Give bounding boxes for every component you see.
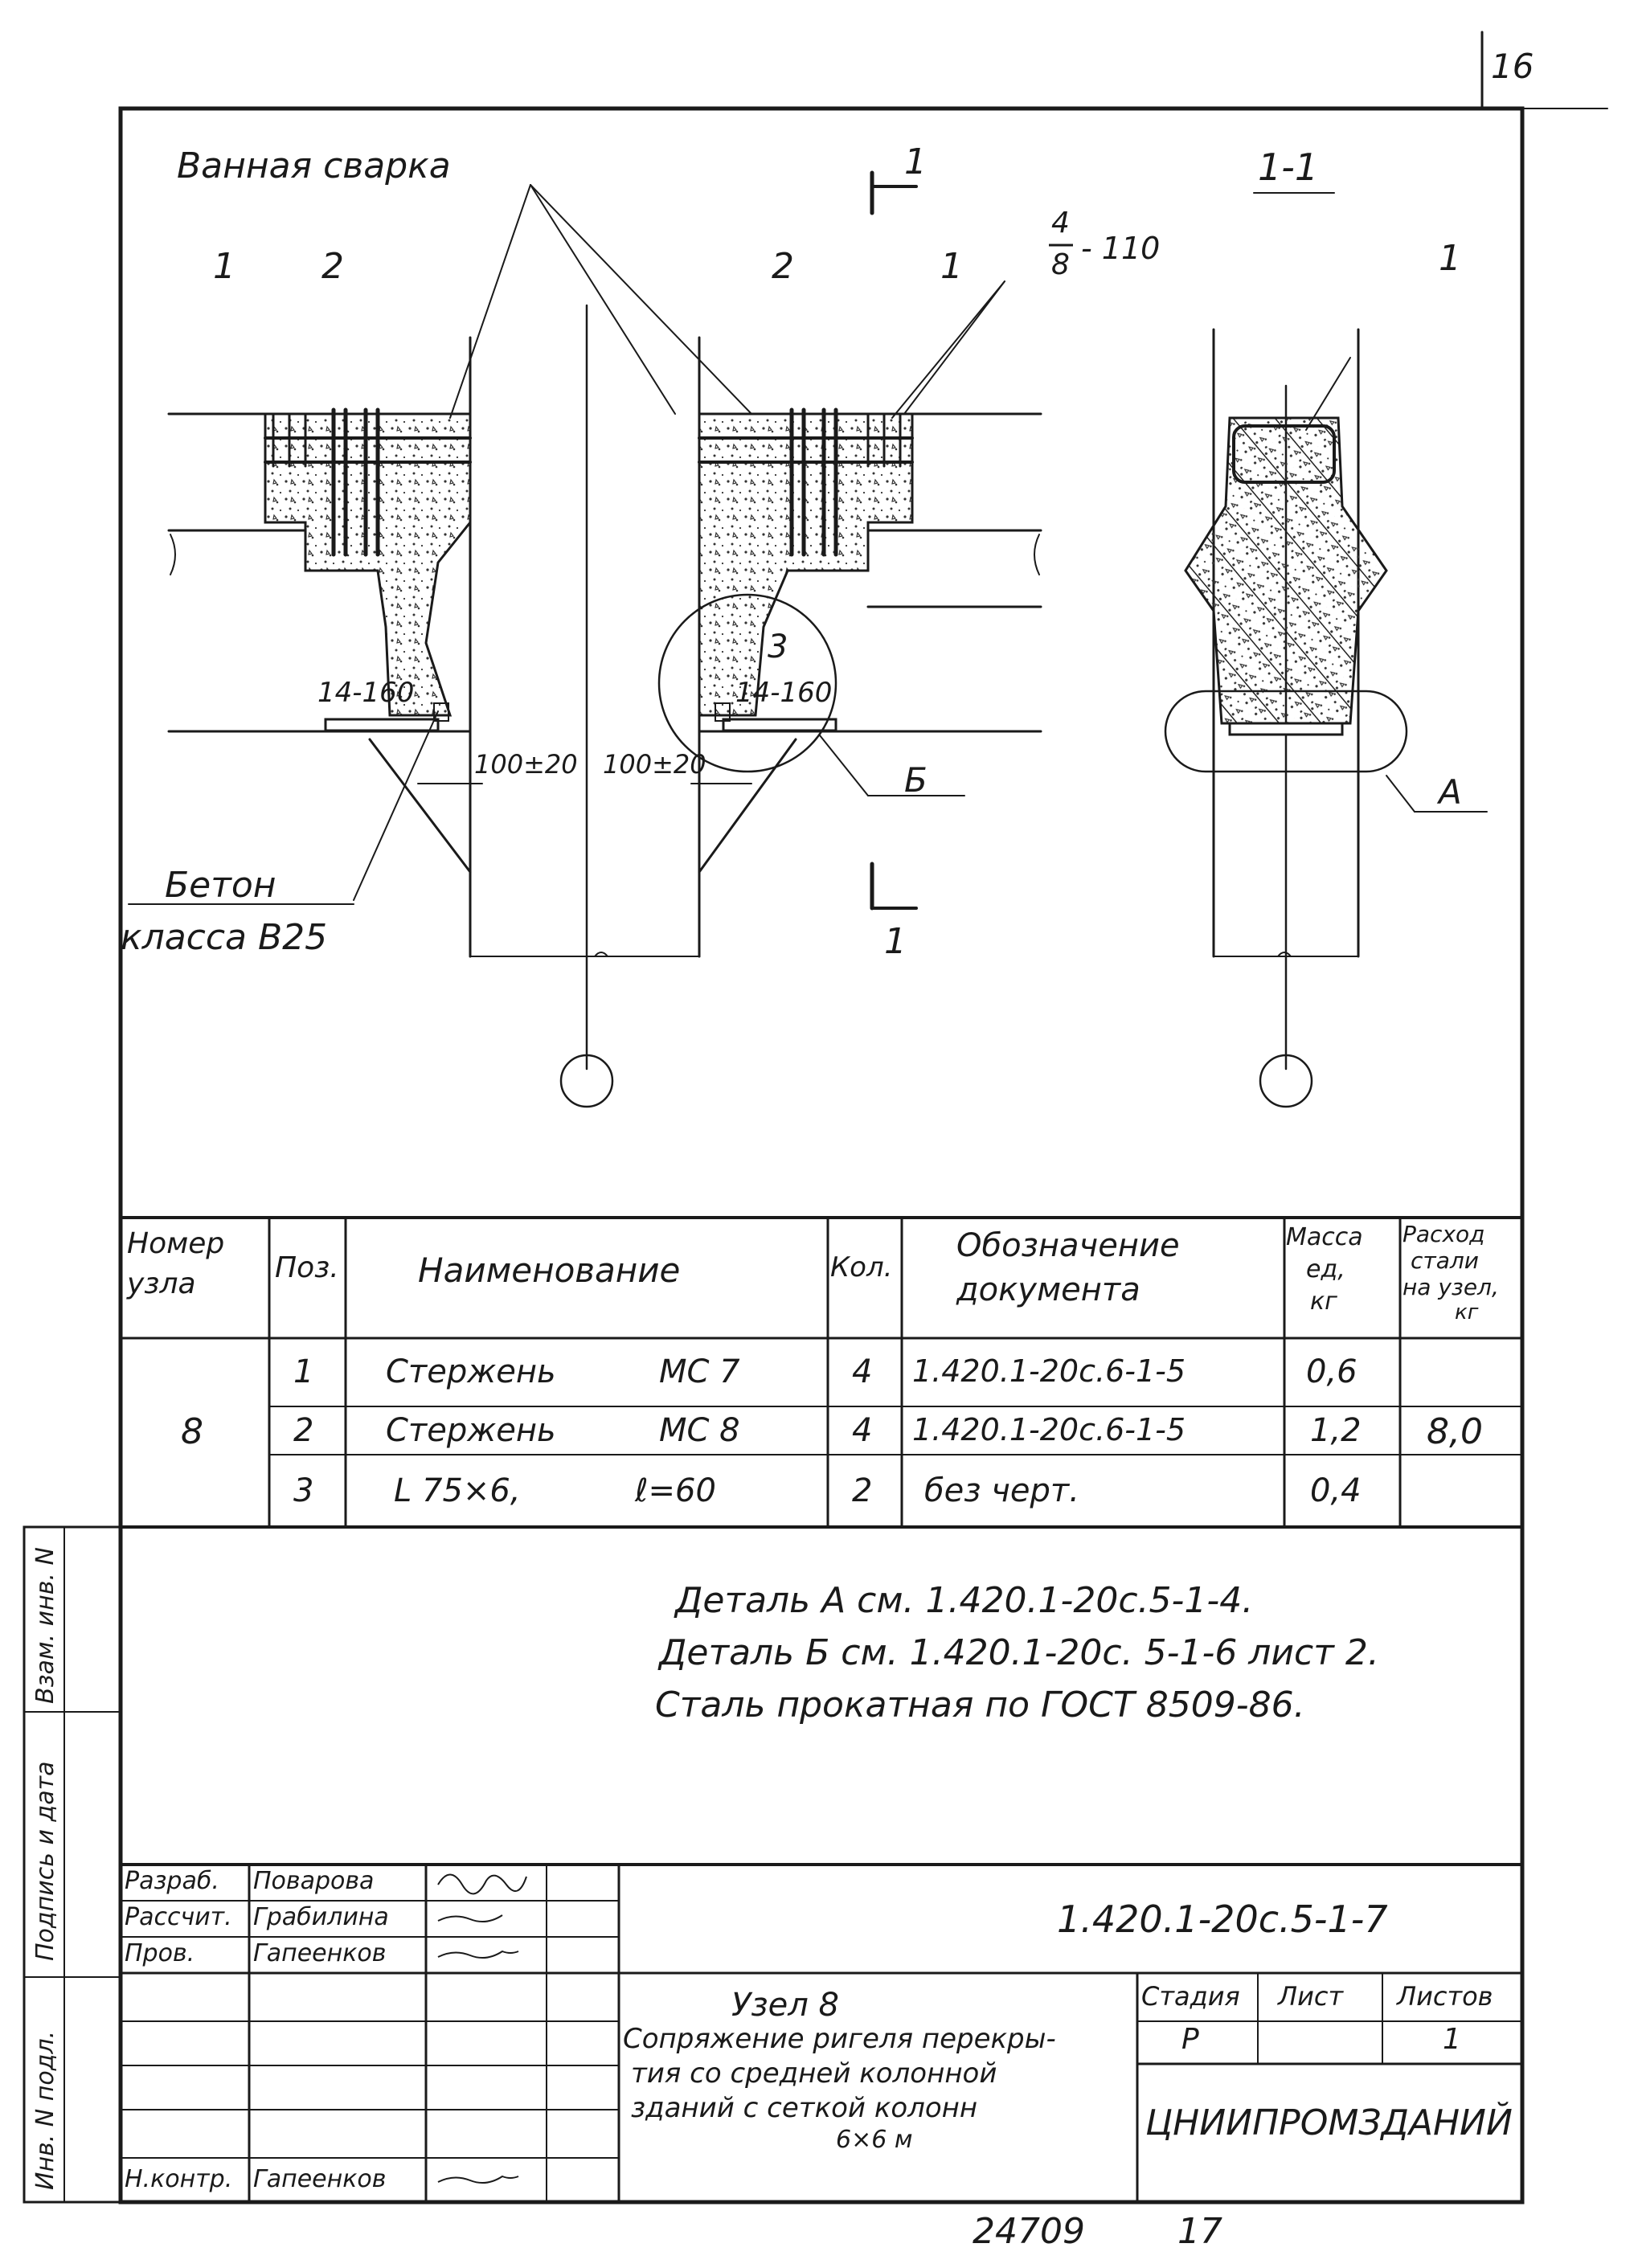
detail-a-label: А <box>1439 772 1462 812</box>
dim-14-160-left: 14-160 <box>317 677 415 709</box>
pos-1-left: 1 <box>213 246 235 287</box>
row2-mark: МС 8 <box>659 1412 740 1449</box>
pos-1-right: 1 <box>1439 238 1461 279</box>
hdr-node-1: Номер <box>127 1227 225 1260</box>
page-number: 17 <box>1177 2211 1222 2252</box>
detail-b-label: Б <box>904 760 928 800</box>
row2-mass: 1,2 <box>1310 1412 1362 1449</box>
row3-pos: 3 <box>293 1472 314 1509</box>
tb-title-4: зданий с сеткой колонн <box>631 2092 978 2124</box>
tb-role-4: Н.контр. <box>125 2165 233 2193</box>
tb-title-5: 6×6 м <box>836 2126 913 2154</box>
corner-sheet-number: 16 <box>1491 47 1534 86</box>
tb-name-1: Поварова <box>253 1867 375 1895</box>
pos-2-mid: 2 <box>772 246 794 287</box>
row3-qty: 2 <box>852 1472 873 1509</box>
section-label: 1-1 <box>1258 145 1319 189</box>
cut-mark-top: 1 <box>904 141 927 182</box>
tb-stage-value: Р <box>1181 2023 1199 2056</box>
hdr-steel-3: на узел, <box>1403 1274 1499 1300</box>
title-block-code: 1.420.1-20с.5-1-7 <box>1057 1898 1388 1941</box>
tb-sheets-label: Листов <box>1397 1981 1493 2012</box>
node-number: 8 <box>181 1411 203 1452</box>
note-1: Деталь А см. 1.420.1-20с.5-1-4. <box>675 1580 1254 1621</box>
hdr-doc-1: Обозначение <box>956 1227 1180 1264</box>
pos-3: 3 <box>768 628 788 665</box>
row3-doc: без черт. <box>924 1472 1079 1509</box>
row1-doc: 1.420.1-20с.6-1-5 <box>912 1353 1186 1389</box>
row1-pos: 1 <box>293 1353 314 1390</box>
row1-mark: МС 7 <box>659 1353 740 1390</box>
hdr-name: Наименование <box>418 1251 681 1290</box>
row2-doc: 1.420.1-20с.6-1-5 <box>912 1412 1186 1447</box>
tb-name-2: Грабилина <box>253 1903 389 1931</box>
dim-100-left: 100±20 <box>474 749 578 780</box>
hdr-pos: Поз. <box>275 1251 339 1284</box>
tb-name-4: Гапеенков <box>253 2165 387 2193</box>
tb-sheet-label: Лист <box>1278 1981 1344 2012</box>
tb-sheets-value: 1 <box>1443 2023 1461 2056</box>
tb-title-1: Узел 8 <box>731 1987 839 2024</box>
tb-role-2: Рассчит. <box>125 1903 232 1931</box>
tb-stage-label: Стадия <box>1141 1981 1240 2012</box>
tb-role-3: Пров. <box>125 1939 195 1967</box>
dim-100-right: 100±20 <box>603 749 706 780</box>
hdr-mass-3: кг <box>1310 1288 1337 1316</box>
row2-name: Стержень <box>386 1412 556 1449</box>
hdr-steel-4: кг <box>1455 1300 1479 1324</box>
label-concrete-line2: класса В25 <box>121 917 328 958</box>
note-3: Сталь прокатная по ГОСТ 8509-86. <box>655 1685 1305 1726</box>
row1-mass: 0,6 <box>1306 1353 1357 1390</box>
label-bath-welding: Ванная сварка <box>177 145 451 186</box>
archive-number: 24709 <box>973 2211 1085 2252</box>
row2-pos: 2 <box>293 1412 314 1449</box>
row3-mass: 0,4 <box>1310 1472 1362 1509</box>
hdr-steel-2: стали <box>1411 1247 1479 1274</box>
row1-name: Стержень <box>386 1353 556 1390</box>
tb-title-2: Сопряжение ригеля перекры- <box>623 2023 1056 2055</box>
hdr-node-2: узла <box>127 1267 196 1300</box>
dim-14-160-right: 14-160 <box>735 677 833 709</box>
hdr-mass-1: Масса <box>1286 1223 1363 1251</box>
pos-1-mid: 1 <box>940 246 963 287</box>
row3-mark: ℓ=60 <box>635 1472 716 1509</box>
tb-organization: ЦНИИПРОМЗДАНИЙ <box>1145 2102 1513 2143</box>
label-concrete-line1: Бетон <box>165 865 276 906</box>
hdr-qty: Кол. <box>830 1251 893 1283</box>
row2-qty: 4 <box>852 1412 873 1449</box>
pos-2-left: 2 <box>321 246 344 287</box>
fraction-suffix: - 110 <box>1081 231 1161 266</box>
fraction-numerator: 4 <box>1051 207 1070 239</box>
hdr-mass-2: ед, <box>1306 1255 1345 1283</box>
hdr-doc-2: документа <box>956 1271 1140 1308</box>
row3-name: L 75×6, <box>394 1472 521 1509</box>
fraction-denominator: 8 <box>1051 248 1070 281</box>
note-2: Деталь Б см. 1.420.1-20с. 5-1-6 лист 2. <box>659 1632 1379 1673</box>
hdr-steel-1: Расход <box>1403 1221 1485 1247</box>
steel-total: 8,0 <box>1427 1411 1483 1452</box>
cut-mark-bottom: 1 <box>884 921 907 962</box>
tb-title-3: тия со средней колонной <box>631 2057 997 2090</box>
row1-qty: 4 <box>852 1353 873 1390</box>
tb-name-3: Гапеенков <box>253 1939 387 1967</box>
tb-role-1: Разраб. <box>125 1867 219 1895</box>
